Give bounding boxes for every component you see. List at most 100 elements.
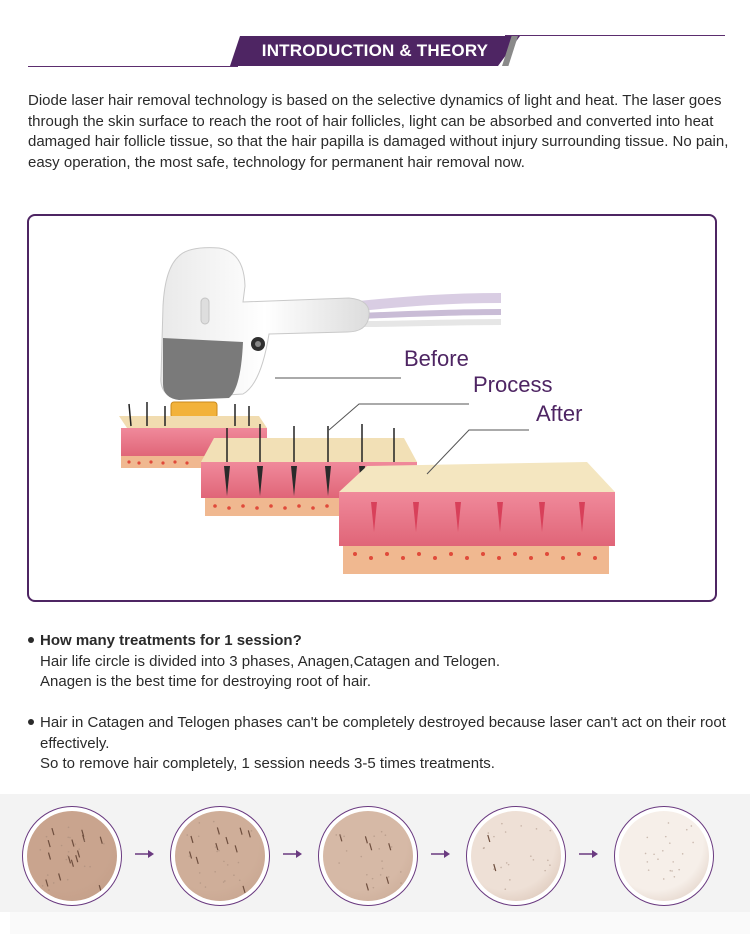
pore-dot xyxy=(222,881,225,883)
hair-mark xyxy=(51,827,55,836)
pore-dot xyxy=(646,836,649,839)
hair-mark xyxy=(70,859,74,867)
hair-mark xyxy=(365,883,369,891)
hair-mark xyxy=(190,835,194,844)
hair-mark xyxy=(487,834,491,843)
hair-mark xyxy=(364,836,368,844)
pore-dot xyxy=(646,861,649,863)
skin-stage-5 xyxy=(614,806,714,906)
arrow-right-icon xyxy=(135,850,154,858)
pore-dot xyxy=(233,874,235,877)
pore-dot xyxy=(45,835,48,838)
laser-diagram xyxy=(119,247,615,574)
pore-dot xyxy=(669,842,671,844)
pore-dot xyxy=(381,867,384,870)
hair-mark xyxy=(195,856,199,865)
hair-mark xyxy=(188,851,193,859)
pore-dot xyxy=(671,870,673,872)
pore-dot xyxy=(65,858,68,861)
pore-dot xyxy=(338,862,340,864)
pore-dot xyxy=(218,849,220,852)
pore-dot xyxy=(67,836,69,839)
skin-block-after xyxy=(339,462,615,574)
pore-dot xyxy=(199,882,202,884)
arrow-right-icon xyxy=(579,850,598,858)
bullet-question: How many treatments for 1 session? xyxy=(40,632,302,649)
pore-dot xyxy=(390,846,393,848)
pore-dot xyxy=(103,842,105,845)
pore-dot xyxy=(482,847,485,850)
pore-dot xyxy=(379,874,382,876)
pore-dot xyxy=(60,844,63,847)
pore-dot xyxy=(547,859,549,862)
pore-dot xyxy=(226,864,229,866)
skin-texture xyxy=(175,811,265,901)
hair-mark xyxy=(98,884,102,893)
hair-mark xyxy=(225,836,229,845)
hair-mark xyxy=(216,827,220,835)
header-rule-top xyxy=(505,35,725,36)
arrow-right-icon xyxy=(283,850,302,858)
pore-dot xyxy=(250,830,253,832)
stage-label-after: After xyxy=(536,401,583,426)
pore-dot xyxy=(669,869,672,872)
pore-dot xyxy=(339,835,342,837)
pore-dot xyxy=(186,834,189,836)
bullet-line: Hair in Catagen and Telogen phases can't… xyxy=(40,714,726,752)
pore-dot xyxy=(532,859,535,861)
skin-stage-3 xyxy=(318,806,418,906)
bullet-line: Anagen is the best time for destroying r… xyxy=(40,673,372,690)
hair-mark xyxy=(45,879,49,887)
pore-dot xyxy=(549,864,551,866)
stage-label-process: Process xyxy=(473,372,553,397)
pore-dot xyxy=(197,835,200,838)
pore-dot xyxy=(657,858,659,861)
hair-mark xyxy=(75,855,79,863)
pore-dot xyxy=(504,888,507,890)
pore-dot xyxy=(535,828,538,830)
pore-dot xyxy=(672,861,674,863)
skin-texture xyxy=(27,811,117,901)
skin-texture xyxy=(619,811,709,901)
hair-mark xyxy=(215,842,219,851)
pore-dot xyxy=(673,875,676,878)
pore-dot xyxy=(223,860,225,863)
pore-dot xyxy=(509,879,511,881)
pore-dot xyxy=(74,843,77,845)
hair-marks xyxy=(644,822,694,880)
hair-mark xyxy=(67,856,72,864)
skin-texture xyxy=(471,811,561,901)
gallery-footer-strip xyxy=(10,912,750,934)
pore-dot xyxy=(39,849,42,851)
pore-dot xyxy=(52,882,55,884)
pore-dot xyxy=(662,849,664,852)
pore-dot xyxy=(387,876,390,878)
hair-mark xyxy=(58,873,62,881)
pore-dot xyxy=(399,871,402,873)
pore-dot xyxy=(653,853,655,856)
pore-dot xyxy=(530,855,532,857)
pore-dot xyxy=(214,870,216,873)
pore-dot xyxy=(67,850,70,853)
stage-label-before: Before xyxy=(404,346,469,371)
pore-dot xyxy=(198,822,201,824)
pore-dot xyxy=(188,855,191,857)
pore-dot xyxy=(66,854,69,857)
pore-dot xyxy=(690,825,693,827)
pore-dot xyxy=(692,841,694,844)
section-title: INTRODUCTION & THEORY xyxy=(261,41,489,60)
hair-mark xyxy=(234,845,238,853)
pore-dot xyxy=(366,873,368,876)
pore-dot xyxy=(678,868,680,871)
pore-dot xyxy=(500,866,502,869)
pore-dot xyxy=(507,863,510,866)
hair-mark xyxy=(99,836,103,844)
pore-dot xyxy=(345,850,348,852)
pore-dot xyxy=(504,831,507,833)
pore-dot xyxy=(212,820,215,823)
pore-dot xyxy=(214,846,217,848)
pore-dot xyxy=(685,828,688,831)
bullet-dot xyxy=(28,719,34,725)
pore-dot xyxy=(372,886,375,889)
skin-texture xyxy=(323,811,413,901)
